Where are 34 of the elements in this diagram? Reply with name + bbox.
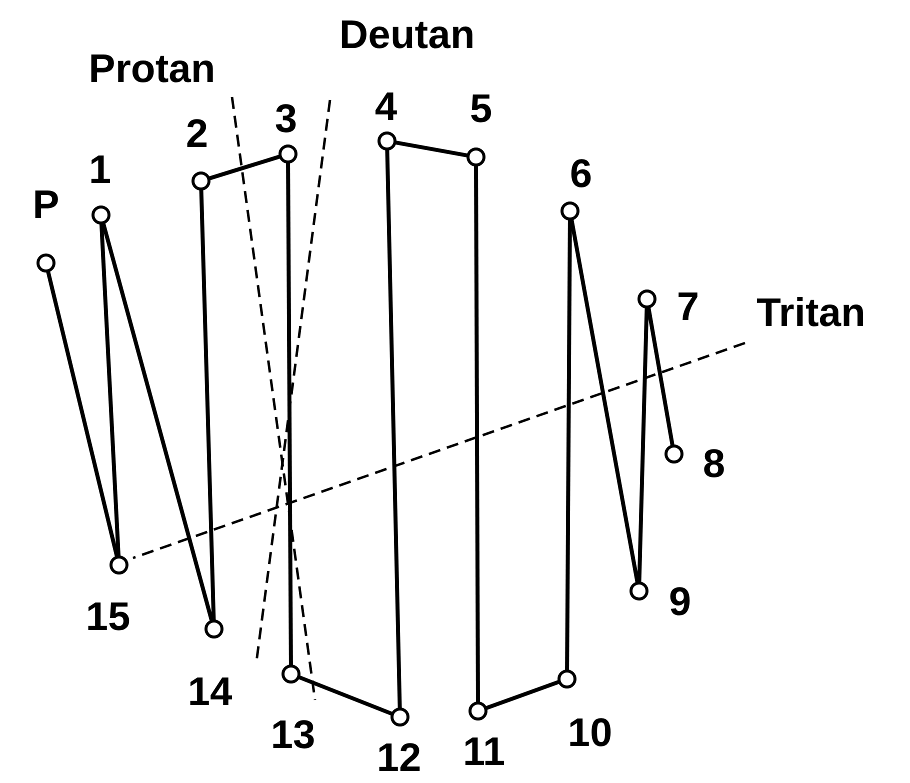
cap-number: 8	[702, 444, 726, 484]
axis-label: Deutan	[339, 15, 475, 55]
connector-line	[298, 675, 392, 716]
cap-number: 10	[568, 713, 612, 753]
cap-number: 7	[676, 287, 700, 327]
cap-number: 1	[88, 150, 112, 190]
cap-number: 6	[570, 154, 592, 194]
cap-number: 15	[86, 597, 130, 637]
cap-number: P	[32, 185, 60, 225]
connector-line	[199, 190, 216, 620]
axis-label: Tritan	[756, 293, 866, 333]
connector-line	[385, 150, 402, 708]
connector-line	[646, 308, 674, 446]
cap-number: 12	[376, 738, 422, 778]
cap-number: 2	[186, 114, 208, 154]
connector-line	[101, 223, 214, 621]
cap-number: 11	[462, 732, 506, 772]
connector-line	[286, 162, 293, 666]
connector-line	[486, 680, 560, 710]
cap-number: 9	[668, 582, 692, 622]
connector-line	[637, 308, 649, 582]
connector-line	[209, 154, 280, 180]
axis-label: Protan	[88, 49, 216, 89]
connector-line	[570, 220, 640, 582]
cap-number: 4	[374, 87, 398, 127]
cap-number: 13	[270, 715, 316, 755]
cap-number: 14	[188, 672, 232, 712]
cap-number: 3	[274, 99, 298, 139]
connector-line	[99, 224, 121, 556]
connector-line	[46, 271, 119, 557]
cap-number: 5	[470, 89, 492, 129]
connector-line	[396, 140, 468, 158]
connector-line	[474, 166, 480, 702]
connector-line	[565, 220, 572, 670]
